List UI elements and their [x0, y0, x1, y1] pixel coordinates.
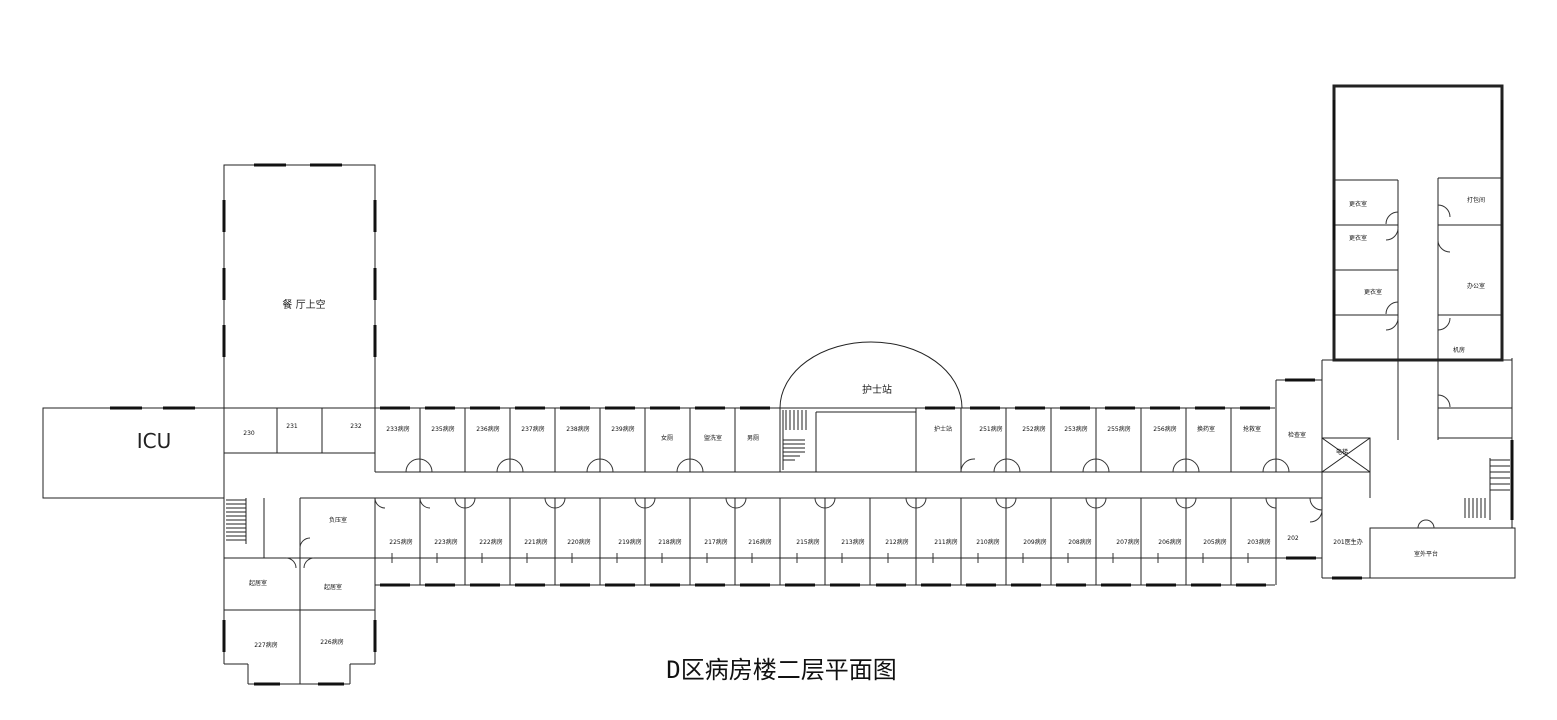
room-living-1: 起居室 [249, 579, 267, 587]
icu-room [42, 407, 225, 499]
room-217: 217病房 [704, 538, 727, 546]
room-exam: 检查室 [1288, 431, 1306, 439]
room-womens-wc: 女厕 [661, 434, 673, 442]
room-222: 222病房 [479, 538, 502, 546]
plan-title: D区病房楼二层平面图 [0, 650, 1557, 685]
room-235: 235病房 [431, 425, 454, 433]
room-locker-3: 更衣室 [1364, 288, 1382, 296]
room-237: 237病房 [521, 425, 544, 433]
room-215: 215病房 [796, 538, 819, 546]
room-236: 236病房 [476, 425, 499, 433]
room-202: 202 [1287, 535, 1299, 542]
room-232: 232 [350, 423, 362, 430]
room-209: 209病房 [1023, 538, 1046, 546]
room-210: 210病房 [976, 538, 999, 546]
room-locker-2: 更衣室 [1349, 234, 1367, 242]
room-208: 208病房 [1068, 538, 1091, 546]
room-211: 211病房 [934, 538, 957, 546]
room-emergency: 抢救室 [1243, 425, 1261, 433]
room-washroom: 盥洗室 [704, 434, 722, 442]
room-office: 办公室 [1467, 282, 1485, 290]
room-256: 256病房 [1153, 425, 1176, 433]
room-220: 220病房 [567, 538, 590, 546]
room-255: 255病房 [1107, 425, 1130, 433]
room-212: 212病房 [885, 538, 908, 546]
walls [42, 84, 1516, 685]
room-nurse-station-small: 护士站 [934, 425, 952, 433]
canteen-void [223, 164, 376, 409]
room-218: 218病房 [658, 538, 681, 546]
stairs [226, 410, 1510, 544]
room-206: 206病房 [1158, 538, 1181, 546]
room-213: 213病房 [841, 538, 864, 546]
label-canteen-void: 餐 厅上空 [282, 298, 325, 311]
room-negative-pressure: 负压室 [329, 516, 347, 524]
windows [110, 100, 1514, 686]
room-219: 219病房 [618, 538, 641, 546]
room-225: 225病房 [389, 538, 412, 546]
room-239: 239病房 [611, 425, 634, 433]
label-icu: ICU [137, 429, 172, 453]
room-253: 253病房 [1064, 425, 1087, 433]
room-machine: 机房 [1453, 346, 1465, 354]
room-233: 233病房 [386, 425, 409, 433]
room-doctor-office: 201医生办 [1333, 538, 1362, 546]
room-216: 216病房 [748, 538, 771, 546]
room-207: 207病房 [1116, 538, 1139, 546]
room-251: 251病房 [979, 425, 1002, 433]
room-227: 227病房 [254, 641, 277, 649]
room-dressing-change: 换药室 [1197, 425, 1215, 433]
room-252: 252病房 [1022, 425, 1045, 433]
room-elevator: 电梯 [1336, 448, 1348, 456]
doors [285, 204, 1451, 569]
terrace-label: 室外平台 [1414, 550, 1438, 558]
plan-title-text: D区病房楼二层平面图 [666, 656, 897, 684]
room-205: 205病房 [1203, 538, 1226, 546]
room-223: 223病房 [434, 538, 457, 546]
room-living-2: 起居室 [324, 583, 342, 591]
room-packing: 打包间 [1467, 196, 1485, 204]
partition-ticks [391, 553, 1249, 563]
room-221: 221病房 [524, 538, 547, 546]
room-238: 238病房 [566, 425, 589, 433]
east-wing-outline [1332, 84, 1504, 362]
room-226: 226病房 [320, 638, 343, 646]
room-231: 231 [286, 423, 298, 430]
room-203: 203病房 [1247, 538, 1270, 546]
room-230: 230 [243, 430, 255, 437]
room-mens-wc: 男厕 [747, 435, 759, 442]
room-locker-1: 更衣室 [1349, 200, 1367, 208]
label-nurse-station: 护士站 [862, 383, 892, 396]
